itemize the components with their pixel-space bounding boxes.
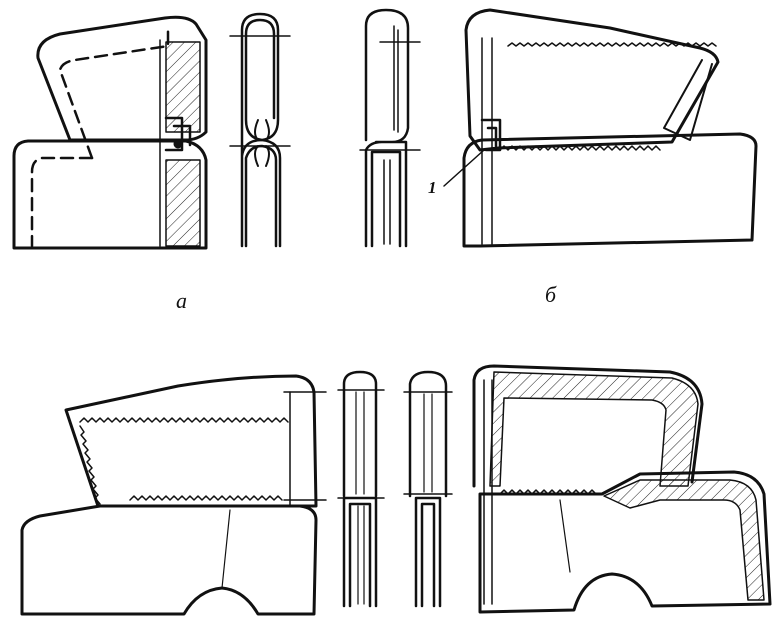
- lower-right-hatched-top: [489, 371, 699, 487]
- variant-b-zigzag-bottom: [499, 145, 661, 151]
- lower-left-drawing: [20, 374, 327, 616]
- lower-left-zigzag-bottom: [129, 495, 283, 501]
- part-label-1: 1: [428, 178, 437, 197]
- lower-sections: [337, 370, 453, 608]
- variant-b-top-cover: [464, 8, 720, 152]
- lower-left-divider: [221, 509, 231, 589]
- lower-right-drawing: [472, 364, 772, 614]
- part-1-leader: [443, 149, 485, 187]
- variant-label-a: а: [176, 288, 187, 313]
- variant-a-joint-fastener: [173, 139, 183, 149]
- variant-a-section-outline: [240, 12, 282, 248]
- lower-left-base: [20, 504, 318, 616]
- variant-b-bottom-block: [462, 132, 758, 248]
- variant-a-bottom-block: [12, 139, 208, 250]
- variant-b-section-outline: [364, 8, 410, 248]
- variant-a-dashed-seam: [58, 28, 170, 160]
- lower-right-base: [478, 470, 772, 614]
- variant-b-section-rivets: [383, 25, 399, 245]
- lower-section-1-rivets: [355, 391, 365, 605]
- variant-a-section: [229, 12, 291, 248]
- variant-a-top-cover: [36, 15, 208, 142]
- lower-right-hatched-base: [603, 479, 765, 601]
- variant-a-hatched-core-bottom: [165, 159, 201, 247]
- lower-right-divider: [559, 499, 571, 573]
- lower-left-back-cushion: [64, 374, 318, 508]
- variant-label-b: б: [545, 282, 557, 307]
- variant-a-dashed-seam-lower: [30, 156, 94, 248]
- lower-right-zigzag: [499, 489, 597, 495]
- lower-section-2-rivets: [423, 393, 433, 493]
- variant-a-drawing: [12, 15, 208, 250]
- variant-a-section-hooks: [254, 119, 270, 167]
- variant-b-hinge: [480, 118, 502, 152]
- lower-section-2: [408, 370, 448, 608]
- lower-left-zigzag-side: [79, 425, 101, 505]
- lower-section-1: [342, 370, 378, 608]
- variant-a-joint: [164, 116, 192, 152]
- variant-b-fold: [663, 59, 713, 141]
- variant-b-drawing: [443, 8, 758, 248]
- lower-left-zigzag-top: [79, 417, 289, 423]
- variant-b-zigzag-top: [507, 42, 717, 47]
- variant-b-section: [359, 8, 421, 248]
- lower-right-outline-top: [472, 364, 704, 488]
